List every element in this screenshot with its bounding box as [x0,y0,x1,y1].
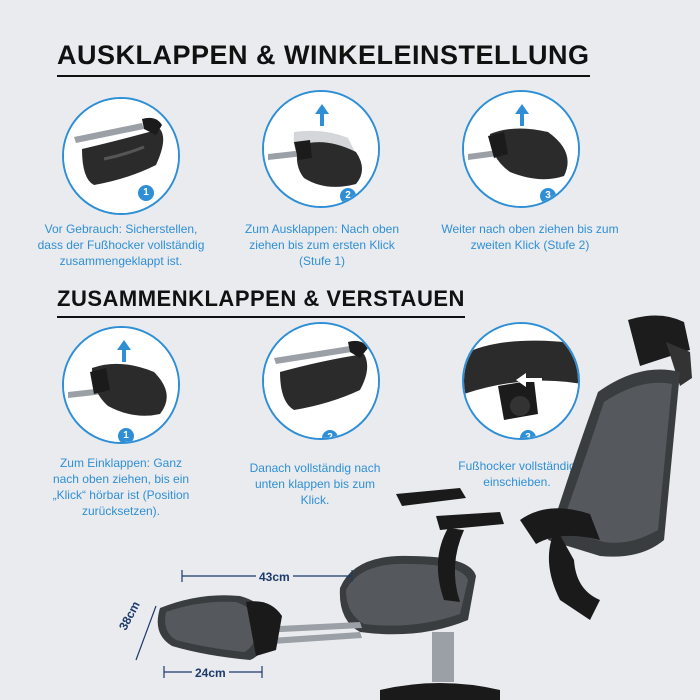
footrest-fold-down-illustration [264,324,378,438]
footrest-unfold-stage1-illustration [264,92,378,206]
step-circle-s1-2: 2 [262,90,380,208]
step-text-s1-1: Vor Gebrauch: Sicherstellen, dass der Fu… [37,222,205,268]
step-circle-s2-3: 3 [462,322,580,440]
step-text-s1-2: Zum Ausklappen: Nach oben ziehen bis zum… [244,222,400,268]
step-badge: 3 [518,428,538,438]
step-circle-s2-1: 1 [62,326,180,444]
footrest-folded-illustration [64,99,178,213]
dimension-width-label: 43cm [256,570,293,584]
section2-title: ZUSAMMENKLAPPEN & VERSTAUEN [57,286,465,318]
step-badge: 3 [538,186,558,206]
arrow-up-icon [117,340,131,362]
step-badge: 1 [116,426,136,442]
section1-title: AUSKLAPPEN & WINKELEINSTELLUNG [57,40,590,77]
footrest-slide-in-illustration [464,324,578,438]
step-text-s2-2: Danach vollständig nach unten klappen bi… [249,461,381,507]
step-circle-s1-1: 1 [62,97,180,215]
footrest-unfold-stage2-illustration [464,92,578,206]
step-text-s1-3: Weiter nach oben ziehen bis zum zweiten … [441,222,619,252]
section2-underline [57,316,465,318]
arrow-up-icon [315,104,329,126]
dimension-footrest-label: 24cm [192,666,229,680]
footrest-fold-release-illustration [64,328,178,442]
step-circle-s2-2: 2 [262,322,380,440]
step-badge: 1 [136,183,156,203]
section1-underline [57,75,590,77]
step-badge: 2 [320,428,340,438]
step-text-s2-1: Zum Einklappen: Ganz nach oben ziehen, b… [52,456,190,518]
step-badge: 2 [338,186,358,206]
arrow-up-icon [515,104,529,126]
step-circle-s1-3: 3 [462,90,580,208]
step-text-s2-3: Fußhocker vollständig einschieben. [458,459,576,489]
arrow-left-icon [516,373,542,387]
